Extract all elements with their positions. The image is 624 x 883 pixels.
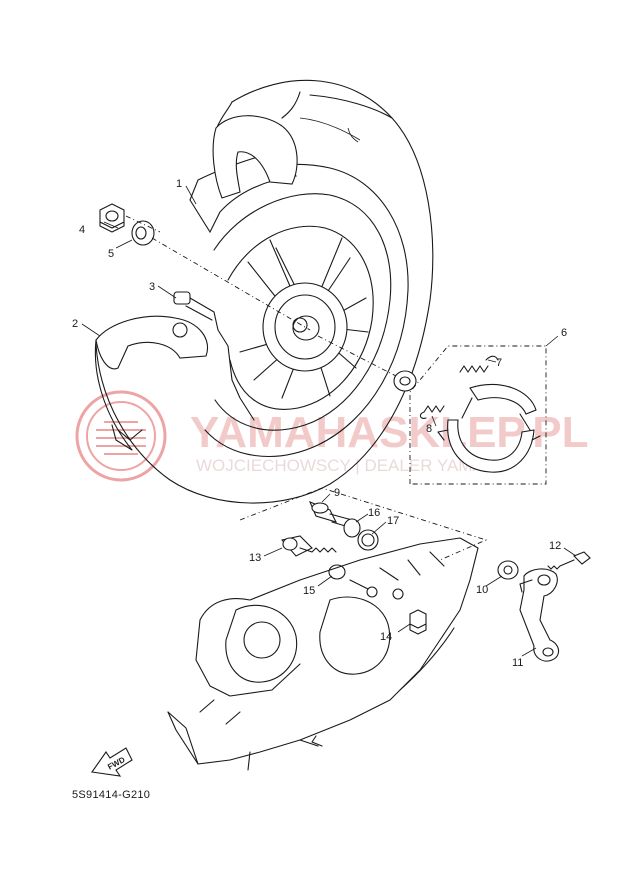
shim	[343, 518, 361, 538]
watermark-tagline: WOJCIECHOWSCY | DEALER YAMAHA	[196, 456, 508, 475]
hub-washer	[393, 370, 417, 392]
callout-17: 17	[387, 515, 399, 527]
pinch-bolt	[547, 551, 591, 570]
callout-15: 15	[303, 585, 315, 597]
callout-1: 1	[176, 178, 182, 190]
callout-16: 16	[368, 507, 380, 519]
transmission-case	[167, 537, 479, 771]
diagram-code: 5S91414-G210	[72, 789, 150, 801]
leader-lines	[81, 185, 577, 657]
collar	[131, 220, 155, 246]
forward-arrow: FWD	[91, 747, 133, 777]
callout-11: 11	[512, 657, 523, 669]
brake-cam-lever	[519, 568, 560, 662]
callout-9: 9	[334, 487, 340, 499]
callout-13: 13	[249, 552, 261, 564]
shaft	[280, 535, 337, 557]
bolt	[409, 609, 427, 635]
callout-4: 4	[79, 224, 85, 236]
cam-shaft	[308, 500, 353, 529]
callout-8: 8	[426, 423, 432, 435]
callout-3: 3	[149, 281, 155, 293]
callout-14: 14	[380, 631, 392, 643]
callout-12: 12	[549, 540, 561, 552]
callout-10: 10	[476, 584, 488, 596]
callout-7: 7	[496, 357, 502, 369]
callouts: 1 2 3 4 5 6 7 8 9 10 11 12 13 14 15 16 1…	[72, 178, 567, 669]
brake-shoe-kit	[409, 345, 547, 485]
rear-wheel-assembly	[94, 79, 434, 504]
watermark-logo	[75, 390, 167, 482]
callout-5: 5	[108, 248, 114, 260]
washer	[497, 560, 519, 580]
callout-6: 6	[561, 327, 567, 339]
oil-seal	[357, 529, 379, 551]
nut	[99, 203, 125, 233]
watermark: YAMAHASKLEP.PL WOJCIECHOWSCY | DEALER YA…	[75, 390, 589, 482]
callout-2: 2	[72, 318, 78, 330]
